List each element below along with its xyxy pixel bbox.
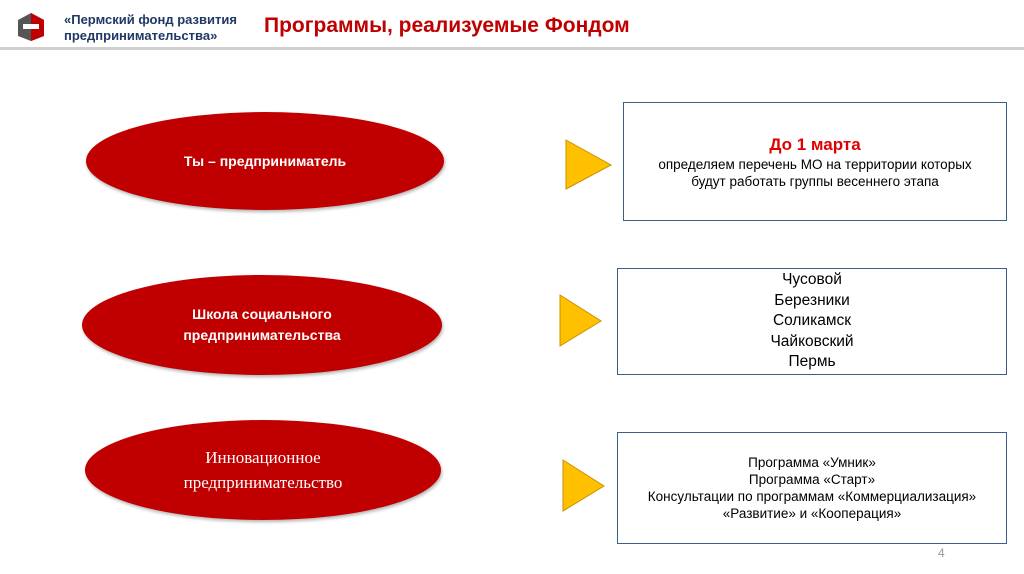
program-label: предпринимательство [183,473,343,492]
city-item: Чусовой [782,271,842,289]
header-divider [0,47,1024,50]
city-item: Пермь [788,353,836,371]
deadline-text: определяем перечень МО на территории кот… [658,156,972,172]
program-label: Инновационное [205,448,321,467]
program-label: Ты – предприниматель [183,152,347,169]
page-number: 4 [938,546,945,560]
program-label: Школа социального [192,306,332,322]
innovation-item: Консультации по программам «Коммерциализ… [647,489,977,504]
innovation-item: Программа «Умник» [748,455,876,470]
org-line-1: «Пермский фонд развития [64,12,237,27]
deadline-text: будут работать группы весеннего этапа [691,173,939,189]
arrow-right-icon [565,139,613,190]
deadline-heading: До 1 марта [769,134,861,154]
cities-box: Чусовой Березники Соликамск Чайковский П… [617,268,1007,375]
deadline-box: До 1 марта определяем перечень МО на тер… [623,102,1007,221]
arrow-right-icon [559,294,602,347]
innovation-item: «Развитие» и «Кооперация» [722,506,902,521]
org-line-2: предпринимательства» [64,28,218,43]
city-item: Соликамск [772,312,852,330]
innovation-box: Программа «Умник» Программа «Старт» Конс… [617,432,1007,544]
city-item: Чайковский [770,332,854,350]
program-ellipse-entrepreneur: Ты – предприниматель [86,112,444,210]
innovation-item: Программа «Старт» [748,472,876,487]
page-title: Программы, реализуемые Фондом [264,14,630,37]
fund-logo-icon [18,13,44,41]
program-ellipse-social: Школа социального предпринимательства [82,275,442,375]
arrow-right-icon [562,459,605,512]
organization-name: «Пермский фонд развития предпринимательс… [64,12,237,44]
program-ellipse-innovation: Инновационное предпринимательство [85,420,441,520]
program-label: предпринимательства [183,327,341,343]
city-item: Березники [774,291,850,309]
